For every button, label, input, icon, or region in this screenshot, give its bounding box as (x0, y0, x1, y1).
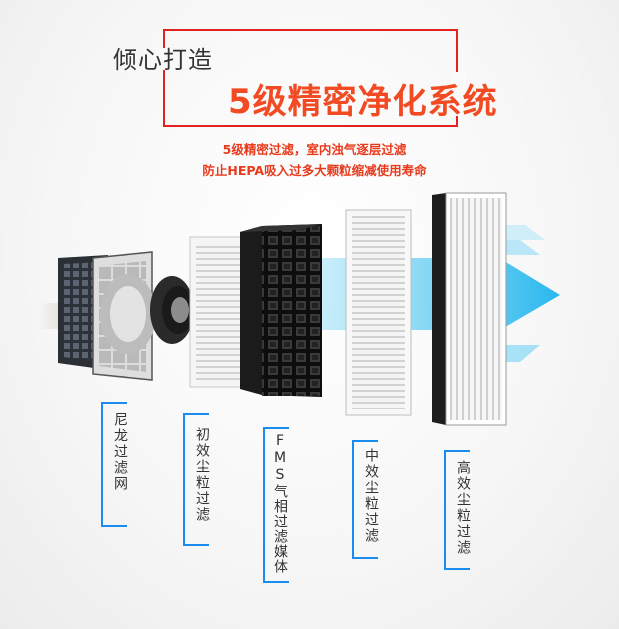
label-bracket-3 (263, 427, 289, 583)
description-line-1: 5级精密过滤，室内浊气逐层过滤 (222, 142, 407, 157)
description-line-2: 防止HEPA吸入过多大颗粒缩减使用寿命 (202, 163, 427, 178)
label-primary-filter: 初效尘粒过滤 (194, 427, 210, 523)
subtitle: 倾心打造 (113, 46, 213, 74)
label-fms-filter: FMS气相过滤媒体 (272, 433, 288, 574)
label-hepa-filter: 高效尘粒过滤 (455, 460, 471, 556)
label-nylon-mesh: 尼龙过滤网 (112, 412, 128, 492)
label-bracket-2 (183, 413, 209, 546)
hepa-filter (432, 192, 507, 426)
page-title: 5级精密净化系统 (228, 82, 498, 122)
primary-filter (189, 236, 246, 388)
label-bracket-4 (352, 440, 378, 559)
fan-unit (100, 274, 194, 354)
label-medium-filter: 中效尘粒过滤 (363, 448, 379, 544)
fms-carbon-filter (240, 224, 322, 397)
medium-filter (345, 209, 412, 416)
label-bracket-5 (444, 450, 470, 570)
label-bracket-1 (101, 402, 127, 527)
